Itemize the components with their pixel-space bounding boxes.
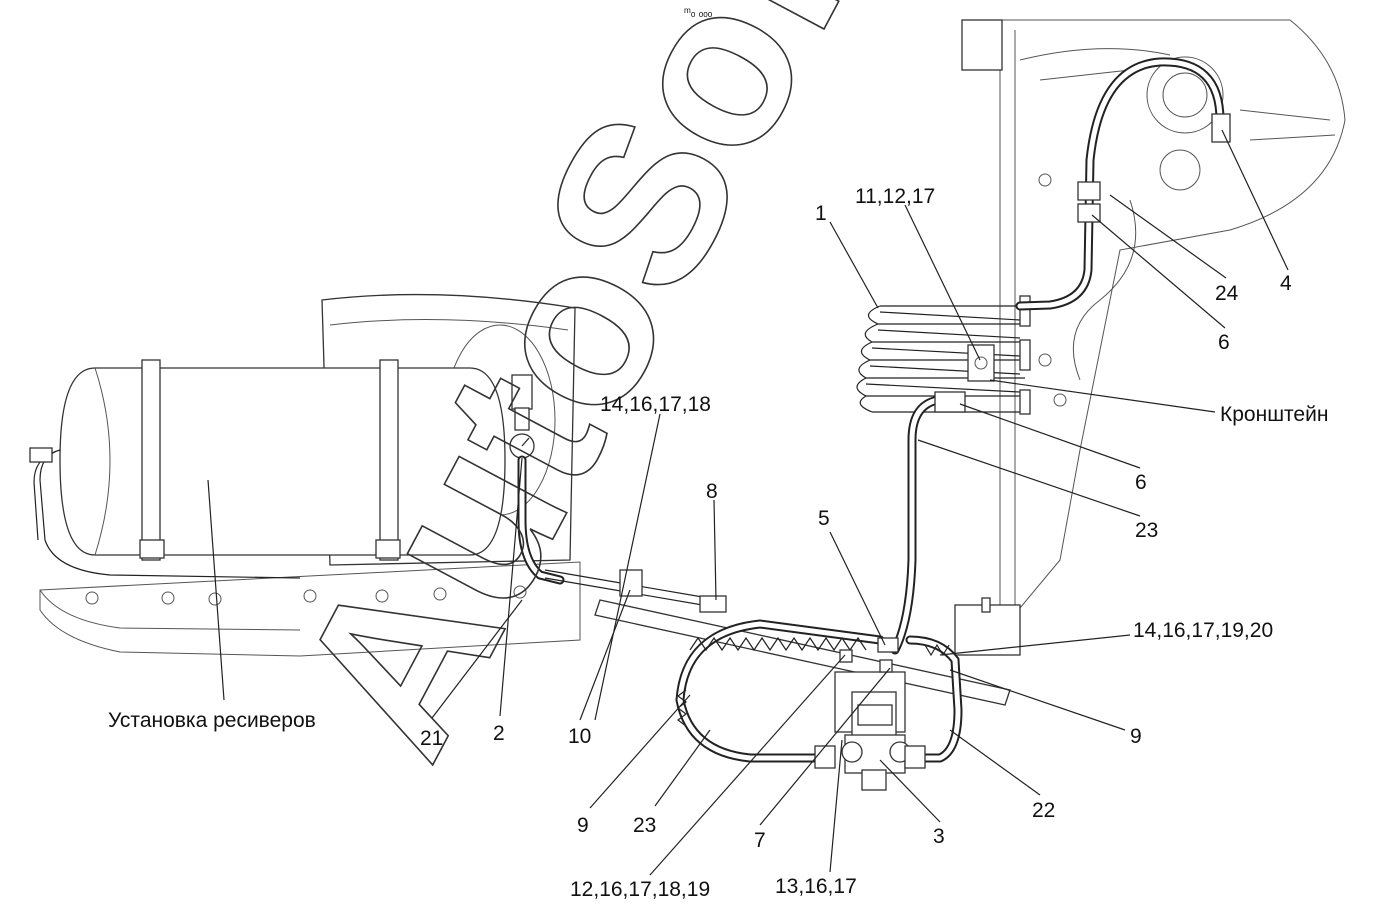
label-4: 4: [1280, 272, 1292, 295]
label-23-bottom: 23: [633, 814, 656, 837]
label-9-right: 9: [1130, 725, 1142, 748]
cooling-coil: [856, 295, 1031, 415]
label-22: 22: [1032, 799, 1055, 822]
frame-engine-area: [954, 19, 1346, 656]
label-11-12-17: 11,12,17: [855, 185, 935, 208]
label-6-mid: 6: [1135, 471, 1147, 494]
label-receivers: Установка ресиверов: [108, 709, 316, 732]
label-1: 1: [815, 202, 827, 225]
label-7: 7: [754, 829, 766, 852]
valve-icon: [814, 671, 926, 791]
label-5: 5: [818, 507, 830, 530]
leader-lines: [207, 129, 1289, 876]
label-24: 24: [1215, 282, 1239, 305]
label-23-right: 23: [1135, 519, 1158, 542]
label-9-left: 9: [577, 814, 589, 837]
header-mark: ᵐₒ ₒₒₒ: [684, 5, 713, 19]
label-2: 2: [493, 722, 505, 745]
label-8: 8: [706, 480, 718, 503]
bracket: [967, 344, 995, 382]
label-3: 3: [933, 825, 945, 848]
label-12-16-17-18-19: 12,16,17,18,19: [570, 878, 710, 901]
label-bracket: Кронштейн: [1220, 403, 1328, 426]
label-14-16-17-18: 14,16,17,18: [600, 393, 711, 416]
label-10: 10: [568, 725, 591, 748]
label-14-16-17-19-20: 14,16,17,19,20: [1133, 619, 1273, 642]
receivers-installation: [29, 293, 581, 657]
callout-labels: 1 11,12,17 24 4 6 Кронштейн 6 23 5 14,16…: [108, 185, 1328, 901]
label-21: 21: [420, 727, 443, 750]
label-13-16-17: 13,16,17: [775, 875, 857, 898]
label-6-top: 6: [1218, 331, 1230, 354]
